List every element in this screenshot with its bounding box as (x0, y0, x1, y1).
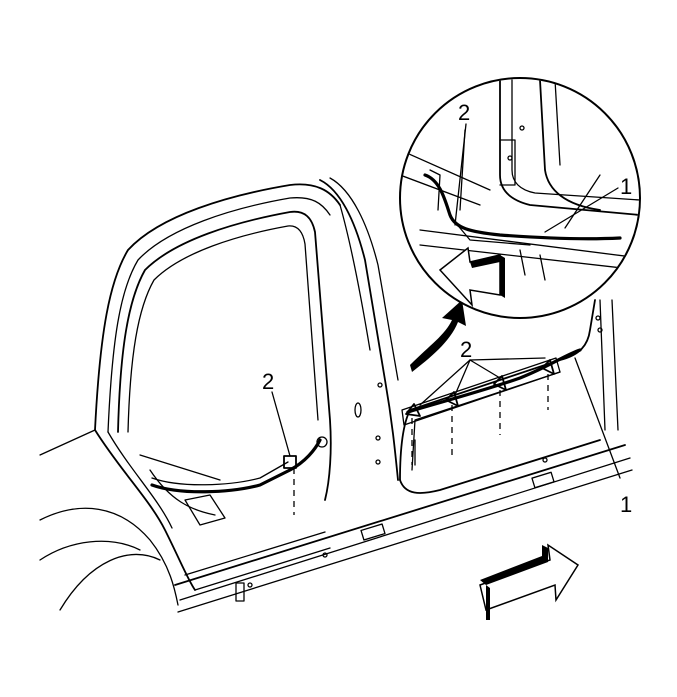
front-harness (150, 436, 328, 515)
detail-inset (399, 77, 641, 319)
leader-inset-pad (544, 187, 619, 233)
callout-inset-harness: 2 (458, 100, 470, 125)
rear-harness (401, 348, 621, 479)
vehicle-body-outline (39, 177, 633, 613)
callout-inset-pad: 1 (620, 174, 632, 199)
callout-rear-pad: 1 (620, 492, 632, 517)
callout-rear-clips: 2 (460, 337, 472, 362)
leader-front-clip (271, 391, 291, 457)
detail-arrow (410, 300, 466, 372)
forward-arrow (479, 543, 580, 620)
leader-inset-harness (454, 123, 467, 226)
callout-front-clip: 2 (262, 369, 274, 394)
